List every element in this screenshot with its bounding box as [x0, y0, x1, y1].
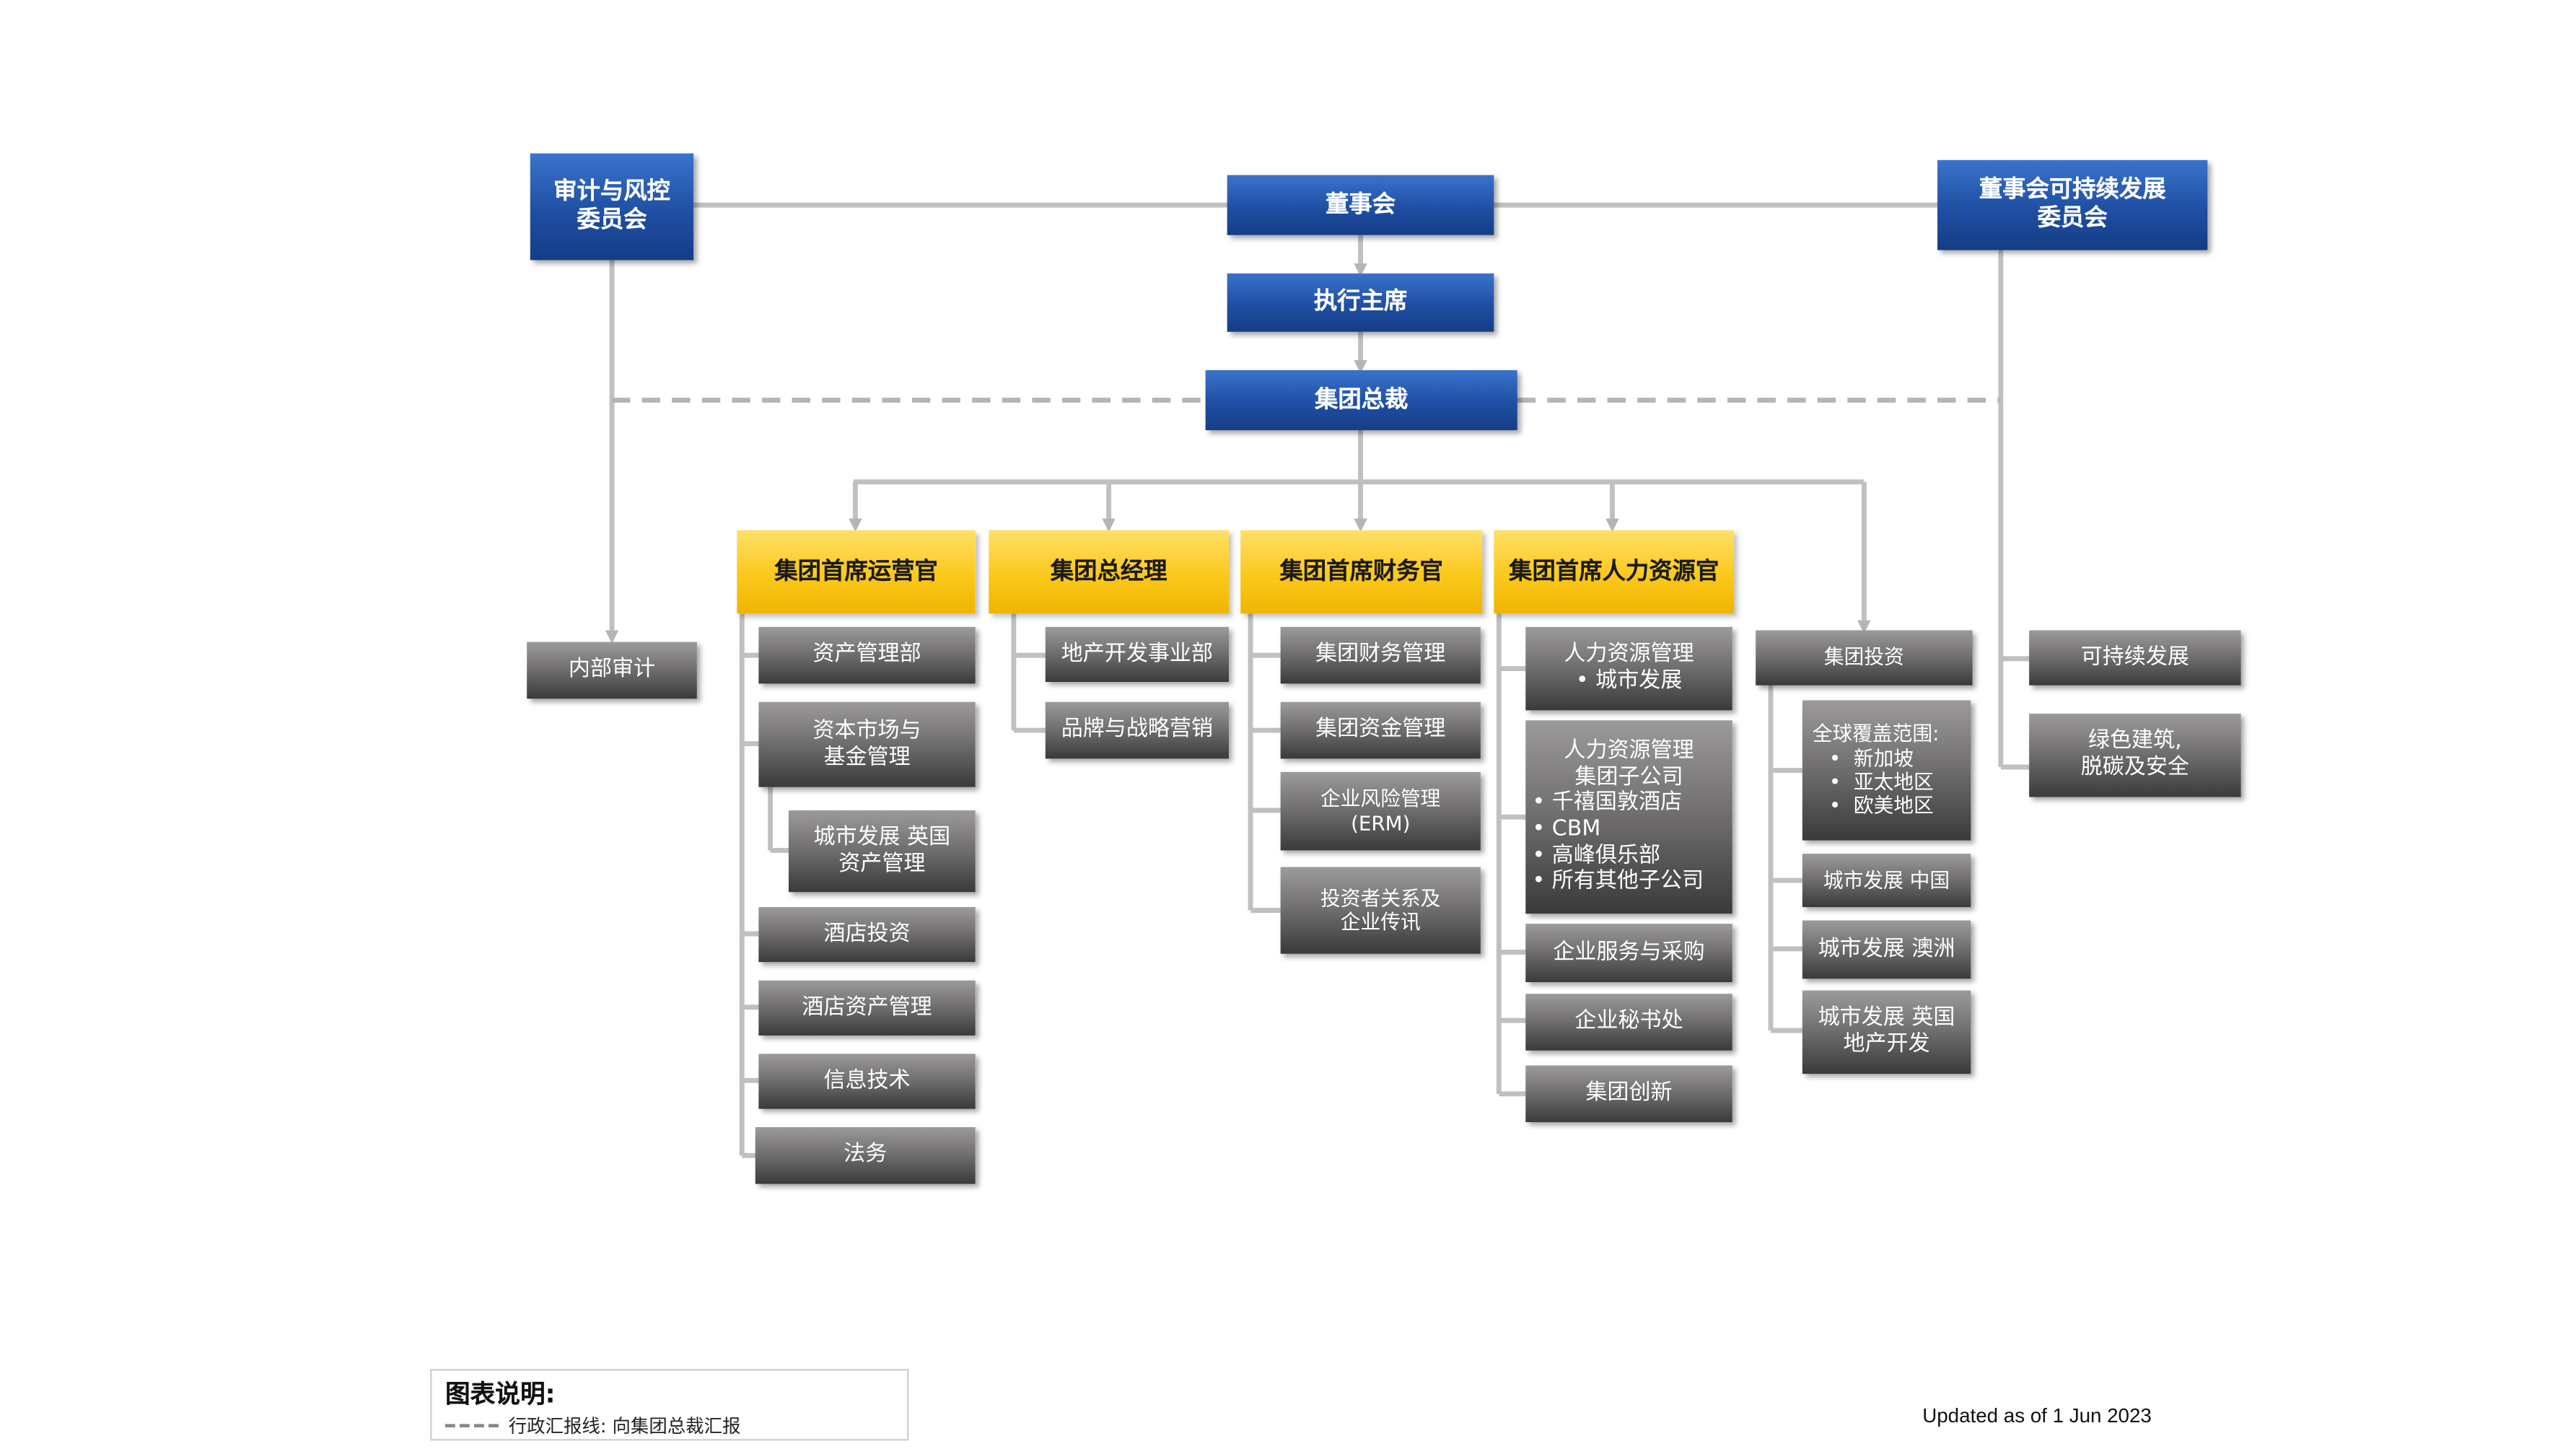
global-coverage-box: 全球覆盖范围: • 新加坡 • 亚太地区 • 欧美地区	[1802, 700, 1971, 841]
group-innovation-box: 集团创新	[1525, 1065, 1732, 1123]
group-ceo-label: 集团总裁	[1314, 386, 1409, 413]
group-ceo-box: 集团总裁	[1205, 369, 1517, 431]
cdl-uk-am-line-1: 城市发展 英国	[813, 825, 951, 851]
erm-line-2: (ERM)	[1351, 811, 1411, 835]
green-building-line-2: 脱碳及安全	[2080, 755, 2189, 781]
sustainability-committee-box: 董事会可持续发展 委员会	[1937, 159, 2208, 250]
legal-label: 法务	[844, 1142, 888, 1168]
legend-dashed-line-text: 行政汇报线: 向集团总裁汇报	[508, 1415, 741, 1437]
group-cfo-label: 集团首席财务官	[1279, 558, 1443, 585]
global-coverage-bullet-3: • 欧美地区	[1828, 794, 1934, 818]
corporate-services-box: 企业服务与采购	[1525, 924, 1732, 983]
cdl-australia-label: 城市发展 澳洲	[1818, 936, 1955, 962]
investor-relations-box: 投资者关系及 企业传讯	[1280, 867, 1481, 954]
hr-subs-bullet-2: • CBM	[1532, 817, 1601, 842]
hotel-asset-management-box: 酒店资产管理	[758, 980, 976, 1036]
hr-subs-bullet-1: • 千禧国敦酒店	[1532, 791, 1683, 816]
company-secretary-label: 企业秘书处	[1574, 1009, 1683, 1035]
cdl-china-box: 城市发展 中国	[1802, 854, 1971, 908]
sustainability-box: 可持续发展	[2029, 630, 2241, 686]
board-box: 董事会	[1227, 175, 1494, 235]
updated-date: Updated as of 1 Jun 2023	[1922, 1404, 2152, 1427]
group-investment-label: 集团投资	[1823, 645, 1904, 670]
group-coo-box: 集团首席运营官	[737, 530, 976, 614]
sustainability-committee-line-2: 委员会	[2037, 205, 2108, 232]
capital-markets-line-2: 基金管理	[823, 744, 911, 770]
executive-chairman-label: 执行主席	[1313, 288, 1408, 315]
global-coverage-singapore: 新加坡	[1853, 746, 1914, 770]
cdl-uk-property-development-box: 城市发展 英国 地产开发	[1802, 990, 1971, 1074]
erm-box: 企业风险管理 (ERM)	[1280, 771, 1481, 851]
hr-cdl-title: 人力资源管理	[1564, 642, 1694, 668]
cdl-australia-box: 城市发展 澳洲	[1802, 920, 1971, 979]
hr-cdl-box: 人力资源管理 • 城市发展	[1525, 626, 1732, 711]
audit-committee-line-2: 委员会	[577, 206, 647, 234]
ir-line-2: 企业传讯	[1340, 910, 1421, 934]
erm-line-1: 企业风险管理	[1320, 787, 1441, 811]
group-treasury-label: 集团资金管理	[1315, 717, 1446, 743]
group-coo-label: 集团首席运营官	[774, 558, 938, 585]
global-coverage-title: 全球覆盖范围:	[1812, 722, 1940, 746]
sustainability-label: 可持续发展	[2080, 644, 2189, 670]
legend-title: 图表说明:	[444, 1378, 556, 1409]
ir-line-1: 投资者关系及	[1320, 886, 1441, 910]
corporate-services-label: 企业服务与采购	[1553, 940, 1705, 966]
asset-management-box: 资产管理部	[758, 626, 976, 684]
internal-audit-box: 内部审计	[527, 642, 697, 699]
hotel-investment-box: 酒店投资	[758, 907, 976, 963]
global-coverage-apac: 亚太地区	[1853, 770, 1934, 794]
global-coverage-bullet-2: • 亚太地区	[1828, 770, 1934, 794]
green-building-box: 绿色建筑, 脱碳及安全	[2029, 713, 2241, 797]
hr-subs-bullet-3: • 高峰俱乐部	[1532, 843, 1661, 868]
hr-subs-title-2: 集团子公司	[1574, 765, 1683, 790]
global-coverage-bullet-1: • 新加坡	[1828, 746, 1914, 770]
information-technology-label: 信息技术	[823, 1068, 911, 1094]
legal-box: 法务	[755, 1127, 976, 1184]
group-innovation-label: 集团创新	[1585, 1080, 1673, 1106]
property-development-label: 地产开发事业部	[1061, 641, 1214, 667]
hr-subs-title-1: 人力资源管理	[1564, 739, 1694, 764]
group-finance-box: 集团财务管理	[1280, 626, 1481, 684]
internal-audit-label: 内部审计	[568, 657, 656, 683]
legend-dashed-line-sample	[444, 1424, 499, 1427]
board-label: 董事会	[1326, 191, 1396, 218]
group-cfo-box: 集团首席财务官	[1240, 530, 1483, 614]
asset-management-label: 资产管理部	[812, 642, 921, 667]
cdl-china-label: 城市发展 中国	[1823, 868, 1950, 892]
group-finance-label: 集团财务管理	[1315, 642, 1446, 667]
group-gm-box: 集团总经理	[989, 530, 1229, 614]
hr-cdl-bullet: • 城市发展	[1575, 668, 1683, 694]
hr-subs-bullet-4: • 所有其他子公司	[1532, 869, 1704, 894]
group-cho-box: 集团首席人力资源官	[1494, 530, 1735, 614]
legend: 图表说明: 行政汇报线: 向集团总裁汇报	[430, 1369, 909, 1441]
cdl-uk-pd-line-1: 城市发展 英国	[1818, 1006, 1955, 1031]
hotel-investment-label: 酒店投资	[823, 922, 911, 947]
hotel-asset-management-label: 酒店资产管理	[802, 994, 932, 1020]
capital-markets-box: 资本市场与 基金管理	[758, 701, 976, 787]
group-gm-label: 集团总经理	[1050, 558, 1167, 585]
brand-marketing-box: 品牌与战略营销	[1045, 701, 1229, 759]
brand-marketing-label: 品牌与战略营销	[1061, 717, 1214, 743]
property-development-box: 地产开发事业部	[1045, 626, 1229, 683]
group-treasury-box: 集团资金管理	[1280, 701, 1481, 759]
audit-risk-committee-box: 审计与风控 委员会	[530, 153, 694, 261]
sustainability-committee-line-1: 董事会可持续发展	[1979, 177, 2166, 204]
company-secretary-box: 企业秘书处	[1525, 994, 1732, 1051]
cdl-uk-pd-line-2: 地产开发	[1843, 1032, 1930, 1057]
group-cho-label: 集团首席人力资源官	[1509, 558, 1719, 585]
global-coverage-euro-us: 欧美地区	[1853, 794, 1934, 818]
cdl-uk-am-line-2: 资产管理	[838, 851, 926, 877]
capital-markets-line-1: 资本市场与	[812, 718, 921, 744]
green-building-line-1: 绿色建筑,	[2087, 729, 2182, 755]
group-investment-box: 集团投资	[1756, 630, 1973, 686]
hr-subsidiaries-box: 人力资源管理 集团子公司 • 千禧国敦酒店 • CBM • 高峰俱乐部 • 所有…	[1525, 720, 1732, 914]
information-technology-box: 信息技术	[758, 1054, 976, 1109]
cdl-uk-asset-management-box: 城市发展 英国 资产管理	[788, 810, 976, 893]
executive-chairman-box: 执行主席	[1227, 273, 1494, 332]
audit-committee-line-1: 审计与风控	[553, 178, 670, 206]
